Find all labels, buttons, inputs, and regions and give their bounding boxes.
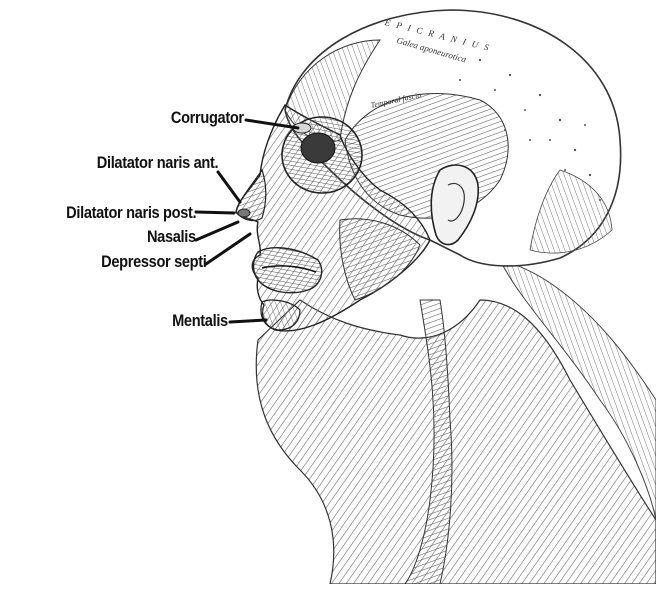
label-mentalis: Mentalis: [172, 312, 228, 329]
label-nasalis: Nasalis: [147, 228, 196, 245]
label-depressor-septi: Depressor septi: [101, 253, 206, 270]
leader-mentalis: [230, 320, 266, 322]
nostril: [238, 209, 250, 217]
leader-dilatator-post: [196, 212, 234, 213]
label-corrugator: Corrugator: [171, 109, 244, 126]
label-dilatator-naris-ant: Dilatator naris ant.: [97, 154, 218, 171]
leader-depressor-septi: [206, 234, 250, 264]
leader-dilatator-ant: [218, 172, 240, 202]
eye-socket: [301, 133, 335, 163]
label-dilatator-naris-post: Dilatator naris post.: [66, 204, 196, 221]
leader-nasalis: [196, 222, 238, 240]
